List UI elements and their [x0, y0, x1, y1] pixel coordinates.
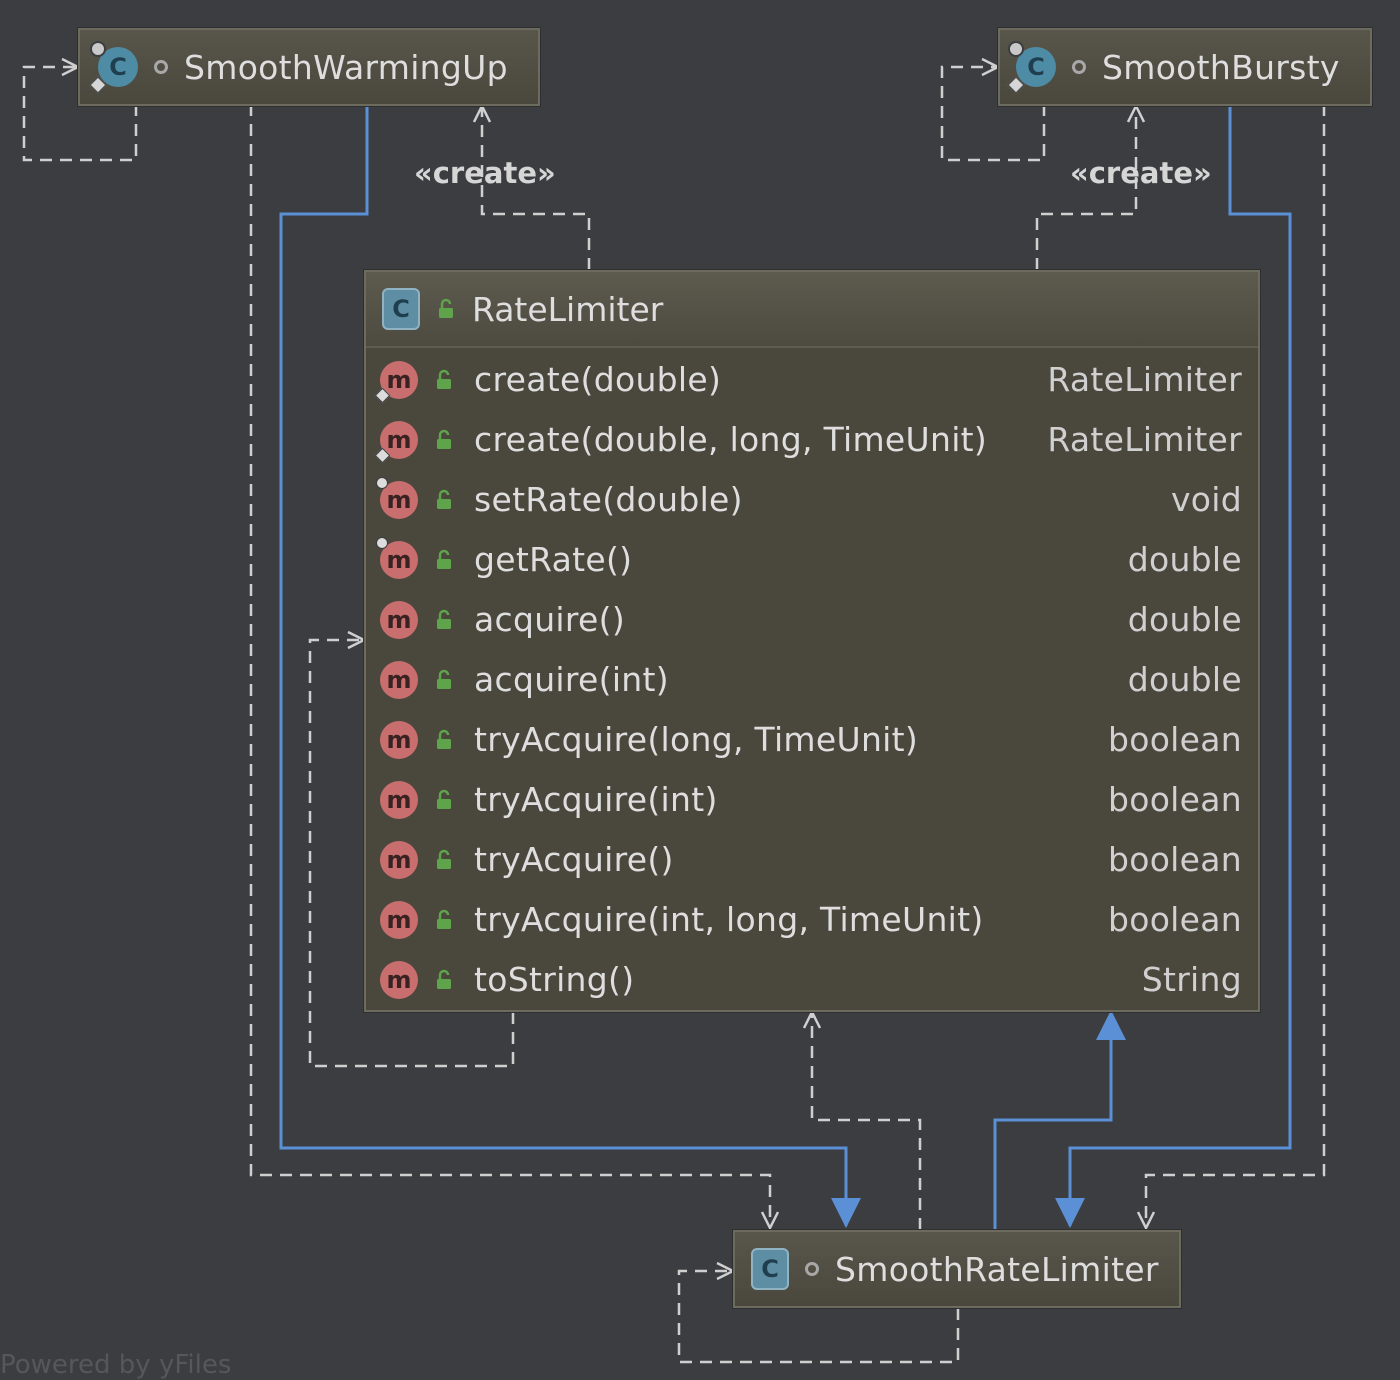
method-icon: m [380, 901, 418, 939]
method-row[interactable]: m tryAcquire(long, TimeUnit) boolean [366, 710, 1258, 770]
class-title: RateLimiter [472, 289, 664, 329]
class-header: C RateLimiter [366, 272, 1258, 348]
method-icon: m [374, 421, 418, 464]
method-return-type: boolean [1107, 720, 1242, 759]
method-name: acquire(int) [474, 660, 669, 699]
package-visibility-icon [1072, 60, 1086, 74]
public-lock-icon [432, 728, 456, 756]
method-return-type: RateLimiter [1047, 420, 1242, 459]
class-node-rate-limiter[interactable]: C RateLimiter m create(double) RateLimiter… [364, 270, 1260, 1012]
method-row[interactable]: m setRate(double) void [366, 470, 1258, 530]
method-icon: m [376, 477, 418, 519]
method-row[interactable]: m tryAcquire(int, long, TimeUnit) boolean [366, 890, 1258, 950]
method-return-type: double [1127, 540, 1242, 579]
method-return-type: String [1141, 960, 1242, 999]
method-return-type: double [1127, 660, 1242, 699]
method-row[interactable]: m create(double, long, TimeUnit) RateLimit… [366, 410, 1258, 470]
edge-ratelimiter-creates-bursty [1035, 106, 1136, 270]
method-row[interactable]: m getRate() double [366, 530, 1258, 590]
method-name: getRate() [474, 540, 633, 579]
method-icon: m [380, 781, 418, 819]
method-return-type: RateLimiter [1047, 360, 1242, 399]
method-row[interactable]: m tryAcquire() boolean [366, 830, 1258, 890]
method-return-type: double [1127, 600, 1242, 639]
method-icon: m [376, 537, 418, 579]
edge-bursty-self [940, 67, 1046, 162]
edge-ratelimiter-self [308, 640, 515, 1068]
method-row[interactable]: m acquire(int) double [366, 650, 1258, 710]
public-lock-icon [432, 608, 456, 636]
method-name: setRate(double) [474, 480, 743, 519]
method-return-type: boolean [1107, 840, 1242, 879]
method-row[interactable]: m toString() String [366, 950, 1258, 1010]
edge-bursty-extends-smoothratelimiter [1055, 104, 1292, 1228]
edge-smoothratelimiter-uses-ratelimiter [812, 1012, 922, 1230]
class-node-smooth-warming-up[interactable]: C SmoothWarmingUp [78, 28, 540, 106]
method-return-type: boolean [1107, 780, 1242, 819]
footer-credit: Powered by yFiles [0, 1350, 232, 1380]
method-name: tryAcquire(long, TimeUnit) [474, 720, 919, 759]
method-return-type: boolean [1107, 900, 1242, 939]
public-lock-icon [432, 908, 456, 936]
edge-smoothratelimiter-extends-ratelimiter [993, 1010, 1126, 1230]
edge-warmingup-self [22, 67, 138, 162]
method-list: m create(double) RateLimiter m create(double… [366, 350, 1258, 1010]
method-row[interactable]: m create(double) RateLimiter [366, 350, 1258, 410]
public-lock-icon [439, 298, 453, 318]
method-name: tryAcquire(int) [474, 780, 718, 819]
public-lock-icon [432, 548, 456, 576]
abstract-class-icon: C [751, 1248, 789, 1290]
public-lock-icon [432, 848, 456, 876]
create-stereotype-left: «create» [414, 156, 556, 190]
class-title: SmoothWarmingUp [184, 47, 508, 87]
public-lock-icon [432, 788, 456, 816]
package-visibility-icon [805, 1262, 819, 1276]
public-lock-icon [432, 668, 456, 696]
method-icon: m [380, 661, 418, 699]
method-icon: m [380, 961, 418, 999]
public-lock-icon [432, 428, 456, 456]
edge-warmingup-extends-smoothratelimiter [279, 104, 861, 1228]
method-name: create(double, long, TimeUnit) [474, 420, 988, 459]
method-row[interactable]: m acquire() double [366, 590, 1258, 650]
method-icon: m [380, 721, 418, 759]
edge-warmingup-uses-smoothratelimiter [249, 104, 770, 1228]
class-icon: C [89, 41, 138, 94]
method-name: tryAcquire(int, long, TimeUnit) [474, 900, 984, 939]
class-icon: C [1007, 41, 1056, 94]
public-lock-icon [432, 368, 456, 396]
create-stereotype-right: «create» [1070, 156, 1212, 190]
class-node-smooth-rate-limiter[interactable]: C SmoothRateLimiter [733, 1230, 1181, 1308]
edge-bursty-uses-smoothratelimiter [1146, 104, 1326, 1228]
method-icon: m [380, 841, 418, 879]
public-lock-icon [432, 968, 456, 996]
class-node-smooth-bursty[interactable]: C SmoothBursty [998, 28, 1372, 106]
method-row[interactable]: m tryAcquire(int) boolean [366, 770, 1258, 830]
edge-ratelimiter-creates-warmingup [482, 106, 591, 270]
method-icon: m [374, 361, 418, 404]
method-name: toString() [474, 960, 635, 999]
method-return-type: void [1170, 480, 1242, 519]
method-name: acquire() [474, 600, 625, 639]
method-name: create(double) [474, 360, 722, 399]
method-name: tryAcquire() [474, 840, 674, 879]
package-visibility-icon [154, 60, 168, 74]
edge-smoothratelimiter-self [677, 1271, 960, 1364]
abstract-class-icon: C [382, 288, 420, 330]
method-icon: m [380, 601, 418, 639]
class-title: SmoothRateLimiter [835, 1249, 1159, 1289]
public-lock-icon [432, 488, 456, 516]
class-title: SmoothBursty [1102, 47, 1340, 87]
